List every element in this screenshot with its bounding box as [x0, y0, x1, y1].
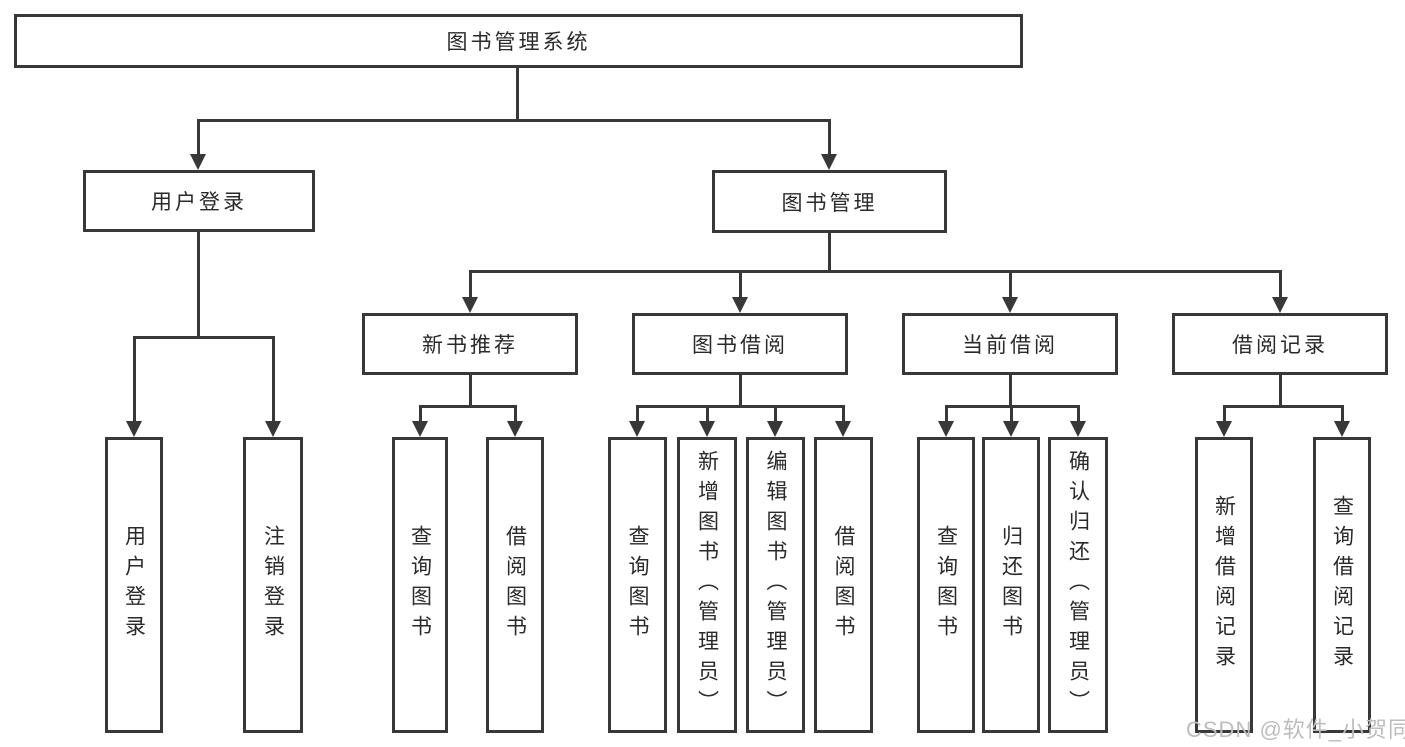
arrow-down-icon: [835, 421, 851, 437]
arrow-down-icon: [507, 421, 523, 437]
node-query-books-borrow: 查询图书: [608, 437, 667, 733]
node-query-books-recommend: 查询图书: [392, 437, 448, 733]
connector-line: [636, 405, 845, 408]
connector-line: [1010, 405, 1013, 423]
node-label: 编辑图书（管理员）: [764, 450, 787, 720]
node-label: 图书借阅: [692, 334, 788, 357]
connector-line: [1341, 405, 1344, 423]
connector-line: [272, 336, 275, 423]
arrow-down-icon: [1216, 421, 1232, 437]
connector-line: [828, 119, 831, 156]
node-label: 查询图书: [934, 525, 958, 645]
node-confirm-return-admin: 确认归还（管理员）: [1048, 437, 1108, 733]
connector-line: [1223, 405, 1226, 423]
arrow-down-icon: [699, 421, 715, 437]
arrow-down-icon: [462, 297, 478, 313]
connector-line: [197, 119, 831, 122]
connector-line: [469, 270, 472, 299]
node-label: 借阅图书: [503, 525, 527, 645]
connector-line: [469, 270, 1281, 273]
connector-line: [739, 270, 742, 299]
node-label: 当前借阅: [962, 334, 1058, 357]
arrow-down-icon: [190, 154, 206, 170]
node-borrow-books-leaf: 借阅图书: [814, 437, 873, 733]
arrow-down-icon: [265, 421, 281, 437]
node-label: 确认归还（管理员）: [1066, 450, 1090, 720]
node-edit-book-admin: 编辑图书（管理员）: [746, 437, 805, 733]
csdn-watermark: CSDN @软件_小贺同学: [1186, 717, 1405, 742]
arrow-down-icon: [412, 421, 428, 437]
arrow-down-icon: [732, 297, 748, 313]
connector-line: [1009, 375, 1012, 407]
connector-line: [739, 375, 742, 407]
connector-line: [636, 405, 639, 423]
connector-line: [419, 405, 422, 423]
node-user-login: 用户登录: [83, 170, 315, 232]
connector-line: [197, 232, 200, 339]
node-add-borrow-record: 新增借阅记录: [1195, 437, 1253, 733]
node-current-borrow: 当前借阅: [902, 313, 1118, 375]
connector-line: [133, 336, 275, 339]
arrow-down-icon: [767, 421, 783, 437]
arrow-down-icon: [1334, 421, 1350, 437]
node-book-borrow: 图书借阅: [632, 313, 848, 375]
node-label: 查询借阅记录: [1330, 495, 1354, 675]
node-label: 新书推荐: [422, 334, 518, 357]
node-borrow-records: 借阅记录: [1172, 313, 1388, 375]
node-library-system: 图书管理系统: [14, 14, 1023, 68]
connector-line: [1223, 405, 1343, 408]
connector-line: [419, 405, 517, 408]
node-label: 用户登录: [122, 525, 146, 645]
node-label: 注销登录: [261, 525, 285, 645]
node-borrow-books-recommend: 借阅图书: [486, 437, 544, 733]
node-label: 借阅记录: [1232, 334, 1328, 357]
connector-line: [828, 233, 831, 273]
arrow-down-icon: [821, 154, 837, 170]
node-label: 新增图书（管理员）: [695, 450, 719, 720]
node-new-book-recommend: 新书推荐: [362, 313, 578, 375]
connector-line: [516, 68, 519, 121]
node-label: 借阅图书: [832, 525, 855, 645]
node-user-login-leaf: 用户登录: [105, 437, 163, 733]
connector-line: [774, 405, 777, 423]
connector-line: [133, 336, 136, 423]
connector-line: [197, 119, 200, 156]
connector-line: [1009, 270, 1012, 299]
node-label: 查询图书: [626, 525, 649, 645]
node-return-book: 归还图书: [982, 437, 1040, 733]
node-query-borrow-record: 查询借阅记录: [1313, 437, 1371, 733]
node-label: 查询图书: [408, 525, 432, 645]
node-label: 图书管理系统: [446, 31, 591, 54]
node-label: 归还图书: [999, 525, 1023, 645]
node-label: 新增借阅记录: [1212, 495, 1236, 675]
node-book-management: 图书管理: [712, 170, 947, 233]
connector-line: [1279, 270, 1282, 299]
node-label: 图书管理: [781, 191, 878, 215]
node-label: 用户登录: [151, 191, 247, 214]
connector-line: [706, 405, 709, 423]
arrow-down-icon: [1272, 297, 1288, 313]
connector-line: [945, 405, 948, 423]
connector-line: [1077, 405, 1080, 423]
connector-line: [514, 405, 517, 423]
arrow-down-icon: [1003, 421, 1019, 437]
node-logout: 注销登录: [243, 437, 303, 733]
arrow-down-icon: [938, 421, 954, 437]
node-add-book-admin: 新增图书（管理员）: [677, 437, 737, 733]
connector-line: [469, 375, 472, 407]
arrow-down-icon: [126, 421, 142, 437]
connector-line: [1279, 375, 1282, 407]
arrow-down-icon: [1002, 297, 1018, 313]
node-query-books-current: 查询图书: [917, 437, 975, 733]
arrow-down-icon: [1070, 421, 1086, 437]
arrow-down-icon: [629, 421, 645, 437]
connector-line: [842, 405, 845, 423]
